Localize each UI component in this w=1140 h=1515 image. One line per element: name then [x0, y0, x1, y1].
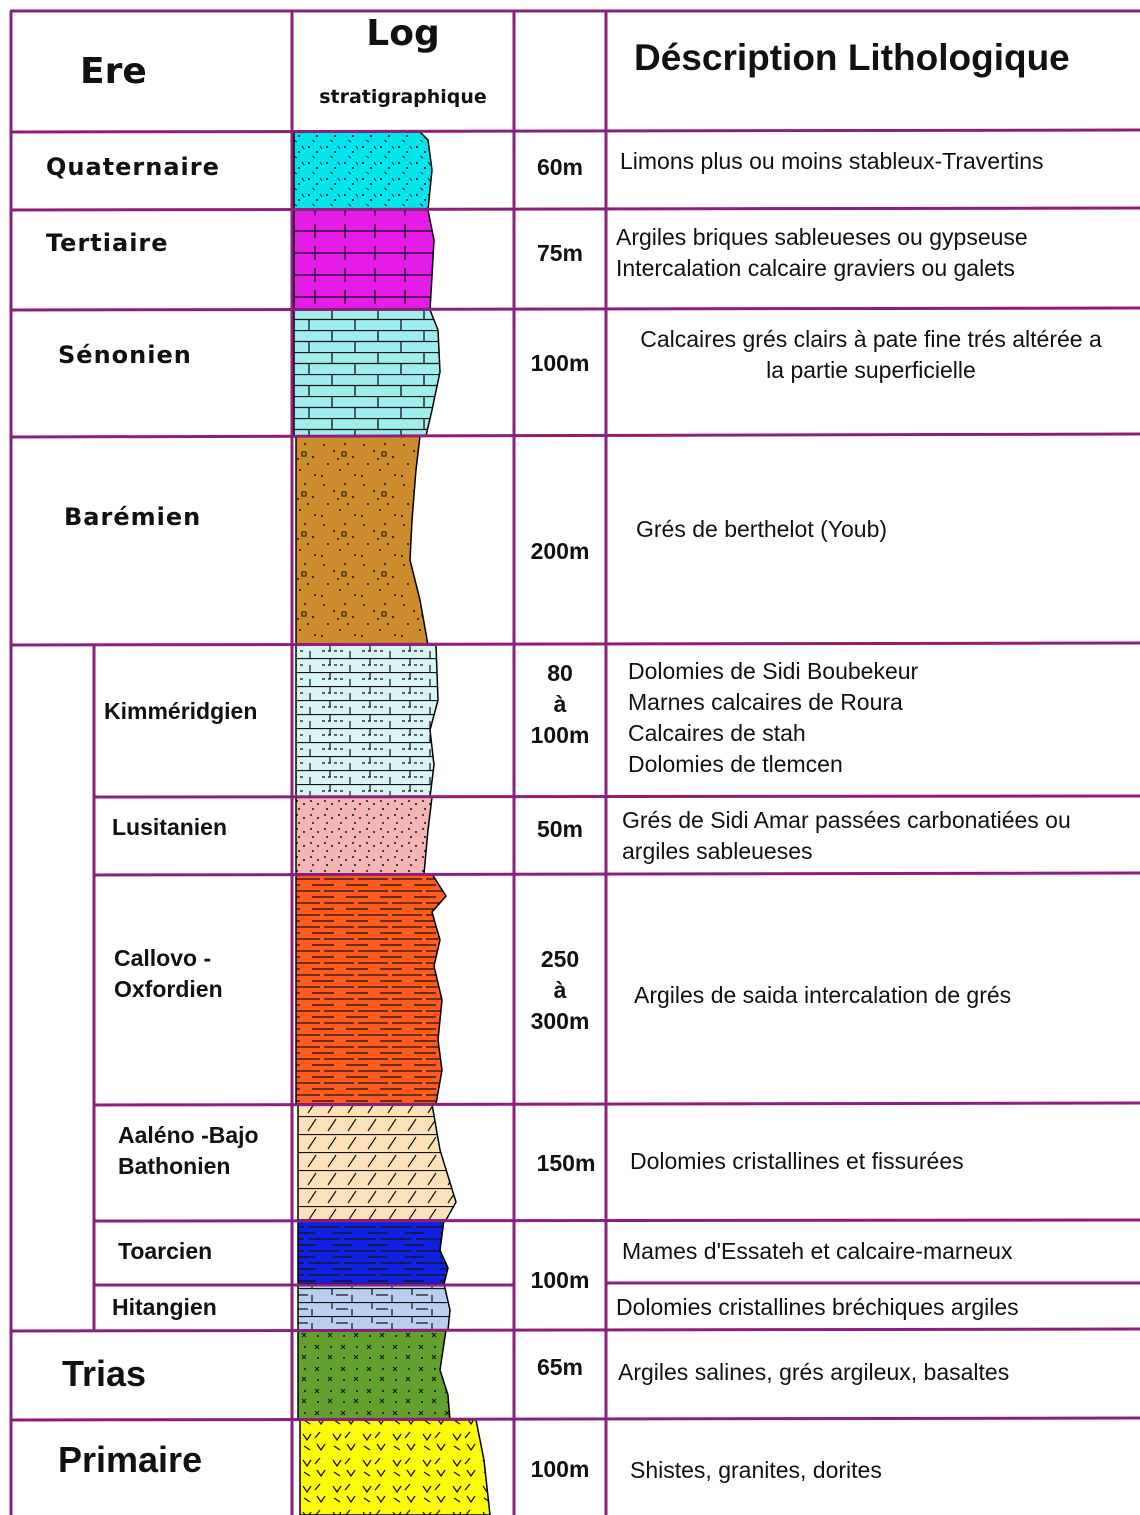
unit-thickness-trias: 65m — [514, 1352, 606, 1383]
unit-thickness-senonien: 100m — [514, 348, 606, 379]
unit-description-trias: Argiles salines, grés argileux, basaltes — [618, 1357, 1009, 1388]
unit-name-trias: Trias — [62, 1358, 146, 1389]
layer-callovo-oxfordien — [296, 874, 446, 1104]
layer-lusitanien — [296, 797, 432, 874]
unit-description-callovo-oxfordien: Argiles de saida intercalation de grés — [634, 980, 1011, 1011]
layer-senonien — [294, 310, 440, 436]
unit-name-tertiaire: Tertiaire — [46, 228, 169, 259]
unit-name-callovo-oxfordien: Callovo - Oxfordien — [114, 943, 223, 1005]
header-log: Log — [292, 18, 514, 49]
unit-thickness-lusitanien: 50m — [514, 814, 606, 845]
unit-name-senonien: Sénonien — [58, 340, 192, 371]
unit-description-aaleno-bathonien: Dolomies cristallines et fissurées — [630, 1146, 964, 1177]
layer-primaire — [300, 1420, 490, 1515]
layer-kimmeridgien — [296, 645, 438, 797]
header-log-subtitle: stratigraphique — [292, 82, 514, 113]
unit-thickness-primaire: 100m — [514, 1454, 606, 1485]
unit-name-kimmeridgien: Kimméridgien — [104, 696, 257, 727]
unit-description-lusitanien: Grés de Sidi Amar passées carbonatiées o… — [622, 805, 1071, 867]
unit-description-senonien: Calcaires grés clairs à pate fine trés a… — [616, 324, 1126, 386]
unit-name-quaternaire: Quaternaire — [46, 152, 220, 183]
header-description: Déscription Lithologique — [634, 42, 1070, 73]
unit-name-toarcien: Toarcien — [118, 1236, 212, 1267]
unit-description-quaternaire: Limons plus ou moins stableux-Travertins — [620, 146, 1044, 177]
layer-aaleno-bathonien — [298, 1104, 456, 1220]
unit-thickness-kimmeridgien: 80 à 100m — [514, 658, 606, 751]
unit-description-tertiaire: Argiles briques sableueses ou gypseuse I… — [616, 222, 1028, 284]
unit-thickness-callovo-oxfordien: 250 à 300m — [514, 944, 606, 1037]
unit-name-primaire: Primaire — [58, 1444, 202, 1475]
unit-description-primaire: Shistes, granites, dorites — [630, 1455, 882, 1486]
unit-name-baremien: Barémien — [64, 502, 201, 533]
unit-thickness-quaternaire: 60m — [514, 152, 606, 183]
layer-trias — [298, 1330, 450, 1420]
unit-description-kimmeridgien: Dolomies de Sidi Boubekeur Marnes calcai… — [628, 656, 918, 780]
unit-thickness-aaleno-bathonien: 150m — [520, 1148, 612, 1179]
unit-description-baremien: Grés de berthelot (Youb) — [636, 514, 887, 545]
header-era: Ere — [80, 56, 147, 87]
layer-tertiaire — [294, 210, 434, 310]
unit-thickness-tertiaire: 75m — [514, 238, 606, 269]
layer-toarcien — [298, 1220, 448, 1284]
layer-quaternaire — [294, 132, 432, 210]
unit-name-lusitanien: Lusitanien — [112, 812, 227, 843]
unit-thickness-toarcien-hitangien: 100m — [514, 1265, 606, 1296]
unit-description-hitangien: Dolomies cristallines bréchiques argiles — [616, 1292, 1019, 1323]
unit-name-aaleno-bathonien: Aaléno -Bajo Bathonien — [118, 1120, 259, 1182]
unit-name-hitangien: Hitangien — [112, 1292, 217, 1323]
layer-baremien — [296, 436, 428, 645]
unit-description-toarcien: Mames d'Essateh et calcaire-marneux — [622, 1236, 1012, 1267]
unit-thickness-baremien: 200m — [514, 536, 606, 567]
layer-hitangien — [298, 1284, 450, 1330]
lithology-column — [294, 132, 490, 1515]
